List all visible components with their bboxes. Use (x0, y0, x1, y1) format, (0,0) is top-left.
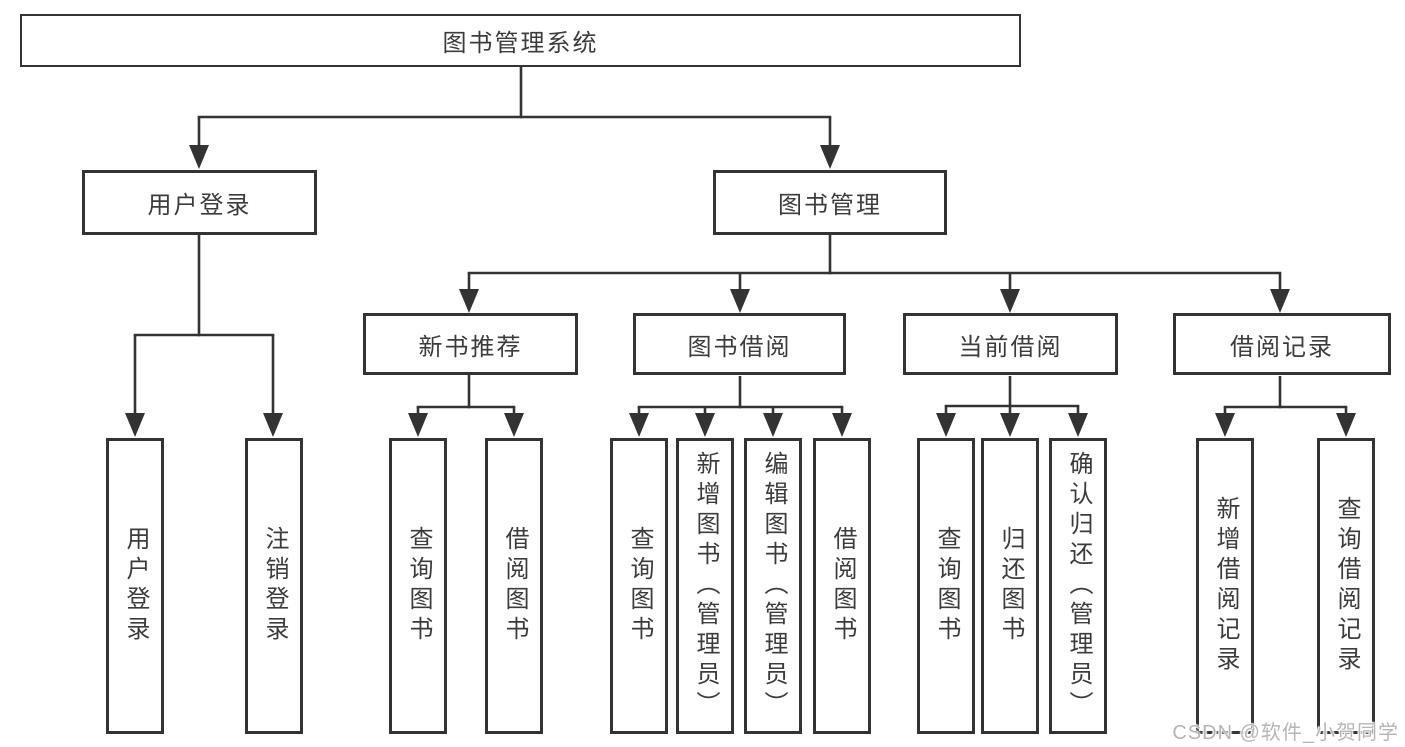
node-book-management: 图书管理 (713, 170, 947, 235)
leaf-add-book-admin: 新增图书（管理员） (676, 438, 734, 734)
connector-user-login-branch (125, 235, 283, 437)
leaf-add-borrow-record: 新增借阅记录 (1196, 438, 1254, 734)
leaf-query-borrow-record: 查询借阅记录 (1317, 438, 1375, 734)
leaf-borrowing-borrow-book: 借阅图书 (813, 438, 871, 734)
leaf-user-login: 用户登录 (106, 438, 164, 734)
leaf-borrowing-query-book: 查询图书 (610, 438, 668, 734)
node-borrowing-records: 借阅记录 (1173, 313, 1391, 375)
node-library-management-system: 图书管理系统 (20, 14, 1021, 67)
leaf-logout: 注销登录 (245, 438, 303, 734)
node-current-borrowing: 当前借阅 (903, 313, 1118, 375)
leaf-current-query-book: 查询图书 (917, 438, 975, 734)
leaf-recommend-borrow-book: 借阅图书 (485, 438, 543, 734)
connector-root-to-level2 (189, 67, 840, 169)
leaf-edit-book-admin: 编辑图书（管理员） (744, 438, 802, 734)
connector-book-management-branch (459, 235, 1290, 313)
node-new-book-recommend: 新书推荐 (363, 313, 578, 375)
node-user-login: 用户登录 (82, 170, 317, 235)
connector-borrowing-records-branch (1215, 376, 1356, 437)
leaf-return-book: 归还图书 (981, 438, 1039, 734)
leaf-recommend-query-book: 查询图书 (389, 438, 447, 734)
node-book-borrowing: 图书借阅 (633, 313, 846, 375)
connector-book-borrowing-branch (629, 376, 852, 437)
leaf-confirm-return-admin: 确认归还（管理员） (1049, 438, 1107, 734)
connector-current-borrowing-branch (936, 376, 1088, 437)
connector-new-book-recommend-branch (408, 375, 524, 437)
